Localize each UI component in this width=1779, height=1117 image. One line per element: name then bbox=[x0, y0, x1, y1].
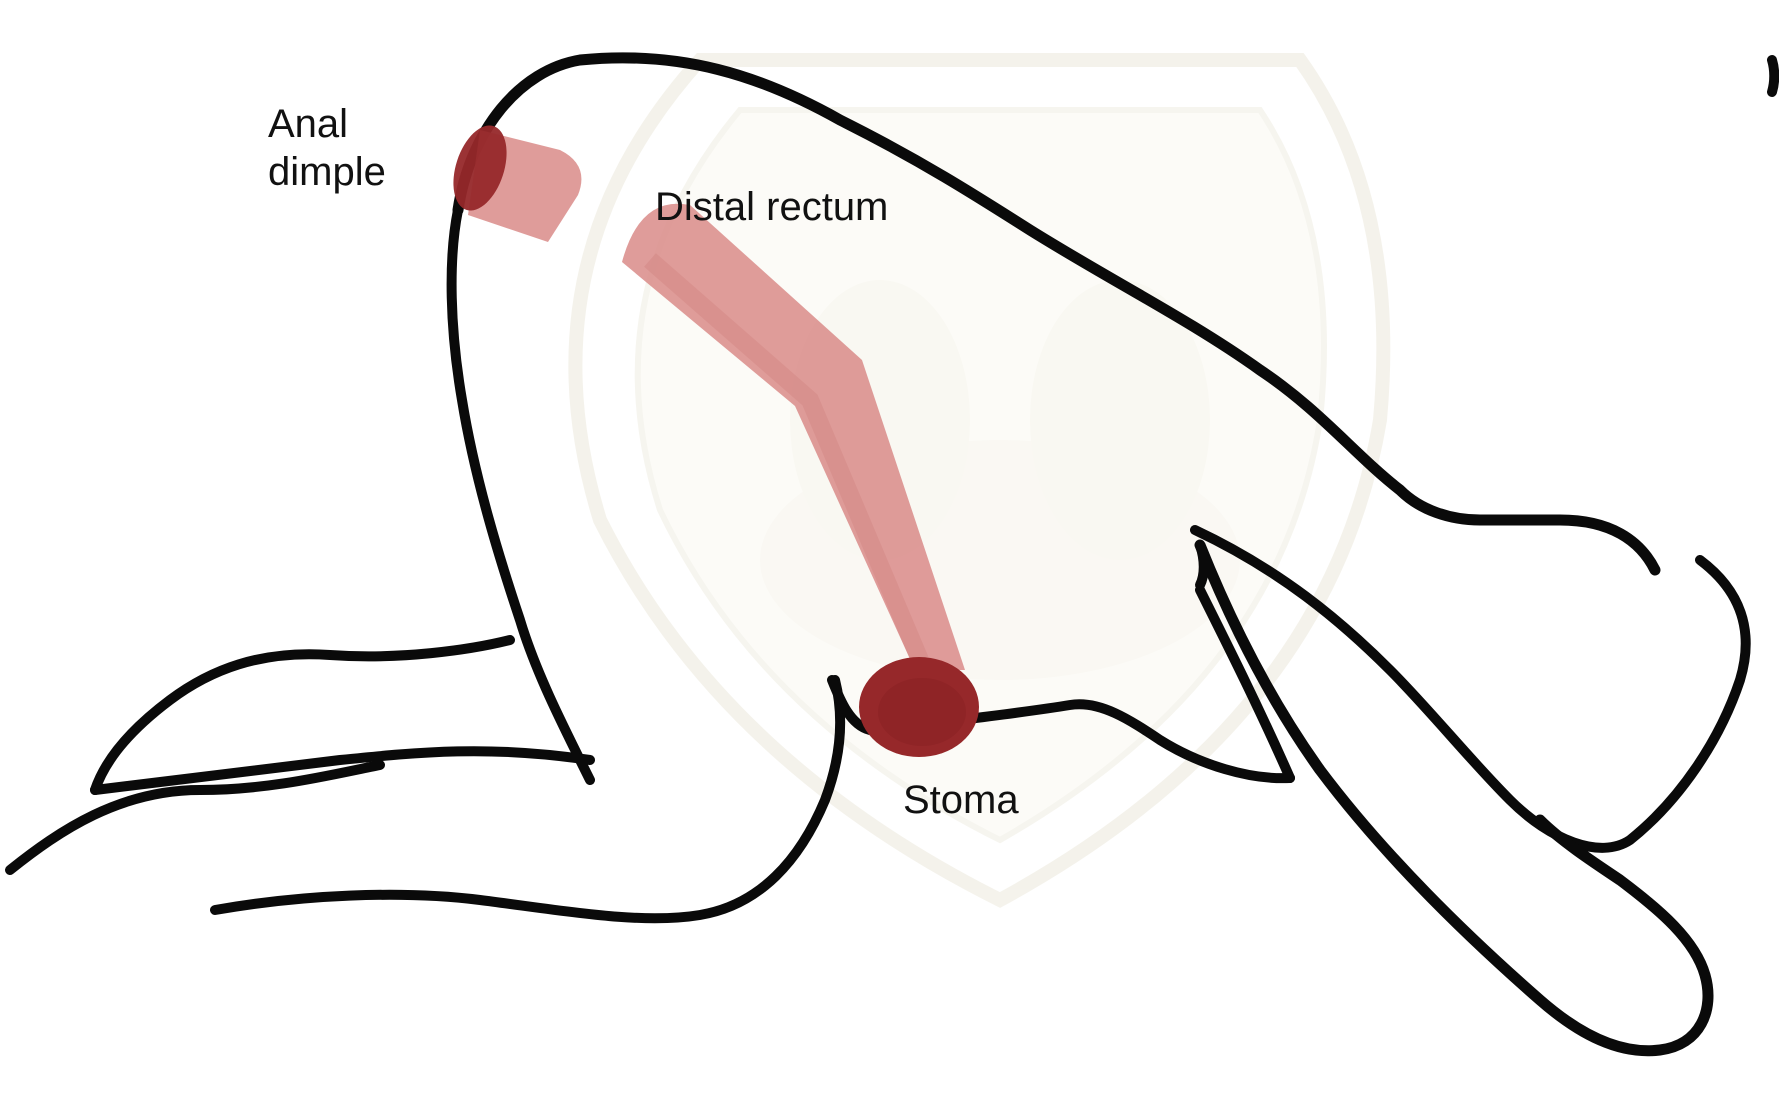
anal-dimple-label-line2: dimple bbox=[268, 148, 386, 196]
elbow-crease-outline bbox=[1200, 545, 1204, 585]
anal-dimple-label-line1: Anal bbox=[268, 100, 386, 148]
stoma-shadow bbox=[878, 678, 966, 746]
anal-dimple-label: Anal dimple bbox=[268, 100, 386, 196]
upper-arm-outline bbox=[1195, 530, 1746, 848]
rear-thigh-outline bbox=[452, 210, 590, 780]
distal-rectum-label: Distal rectum bbox=[655, 183, 888, 231]
anal-dimple-segment bbox=[444, 119, 582, 242]
right-edge-mark bbox=[1772, 60, 1774, 92]
stoma-label: Stoma bbox=[903, 776, 1019, 824]
forearm-outline bbox=[1200, 545, 1708, 1051]
